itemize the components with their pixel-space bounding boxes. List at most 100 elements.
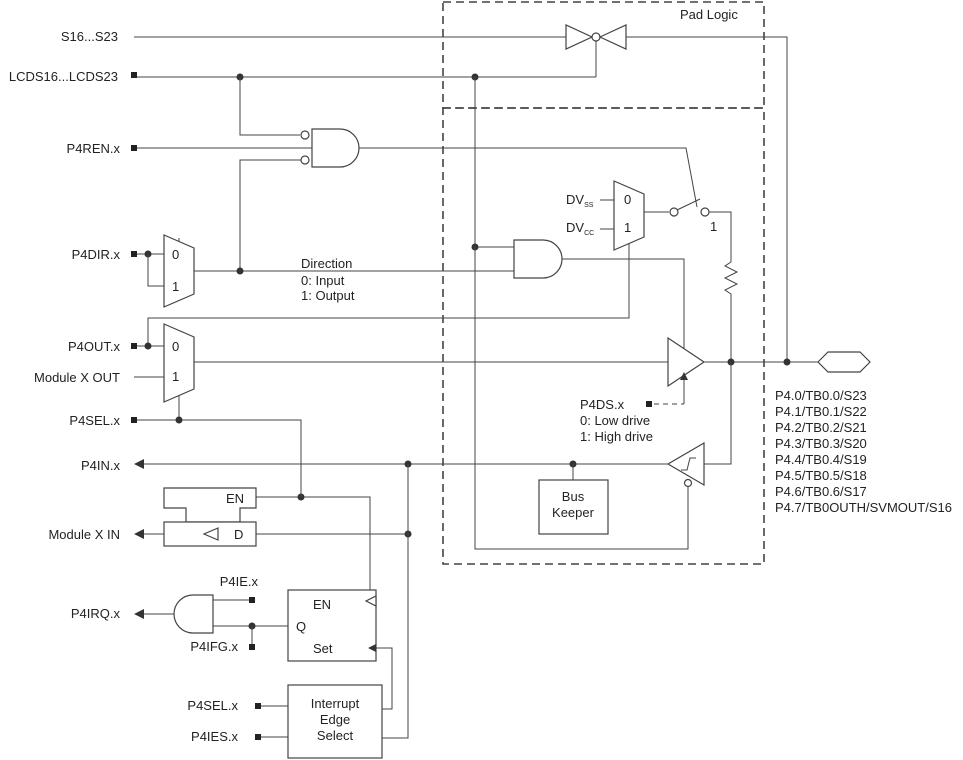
label-p4ifg: P4IFG.x [190,639,238,654]
ff-en: EN [313,597,331,612]
p4ds-name: P4DS.x [580,397,625,412]
wire-pad-to-input [704,362,732,465]
direction-opt1: 1: Output [301,288,355,303]
switch-arm [676,198,701,211]
p4irq-arrow [134,609,144,619]
edge-select-line1: Interrupt [311,696,360,711]
label-module-x-out: Module X OUT [34,370,120,385]
terminal-p4ds [646,401,652,407]
mux-dv [613,180,645,251]
ff-set: Set [313,641,333,656]
wire-dv-sel [147,244,630,345]
label-p4ren: P4REN.x [67,141,121,156]
direction-opt0: 0: Input [301,273,345,288]
wire-edge-to-set [376,647,393,710]
p4in-arrow [134,459,144,469]
and-ren-bubble-top [300,130,310,140]
terminal-p4ie [249,597,255,603]
pin-label: P4.0/TB0.0/S23 [775,388,867,403]
wire-lcds-to-bottom [474,247,689,550]
and-ren-bubble-bottom [300,155,310,165]
input-buffer-bubble [683,478,693,488]
terminal-p4ifg [249,644,255,650]
set-arrow [368,644,376,652]
wire-dir-to-and [239,159,301,271]
bus-keeper-line1: Bus [562,489,585,504]
pin-label: P4.6/TB0.6/S17 [775,484,867,499]
terminal-p4dir [131,251,137,257]
label-p4ies: P4IES.x [191,729,238,744]
mux-dv-1: 1 [624,220,631,235]
input-buffer [666,441,705,487]
pin-connector [817,351,871,373]
mux-dir-0: 0 [172,247,179,262]
wire-lcds-down [239,77,300,136]
terminal-lcds [131,72,137,78]
switch-pole-left [669,207,679,217]
p4ds-opt0: 0: Low drive [580,413,650,428]
label-p4ie: P4IE.x [220,574,259,589]
mux-out-0: 0 [172,339,179,354]
label-p4sel: P4SEL.x [69,413,120,428]
wire-p4in-down [382,464,409,739]
pin-label: P4.3/TB0.3/S20 [775,436,867,451]
pad-logic-lower-box [442,107,765,565]
tgate-right [598,24,627,50]
label-p4sel-2: P4SEL.x [187,698,238,713]
mux-dir [163,234,195,308]
int-ff [287,589,377,662]
switch-label: 1 [710,219,717,234]
edge-select [287,684,383,759]
wire-latch-en [256,496,371,601]
label-lcds: LCDS16...LCDS23 [9,69,118,84]
wire-p4dir-1 [147,254,164,287]
p4ds-opt1: 1: High drive [580,429,653,444]
label-s16-s23: S16...S23 [61,29,118,44]
pin-label: P4.1/TB0.1/S22 [775,404,867,419]
wire-tgate-out [626,36,788,359]
terminal-p4sel [131,417,137,423]
edge-select-line2: Edge [320,712,350,727]
mux-dir-1: 1 [172,279,179,294]
direction-title: Direction [301,256,352,271]
pad-logic-label: Pad Logic [680,7,738,22]
wire-switch-right [709,211,732,262]
and-gate-irq [173,594,214,634]
label-p4irq: P4IRQ.x [71,606,121,621]
bus-keeper [538,479,609,535]
wire-and-drive-out [562,258,685,362]
module-x-in-arrow [134,529,144,539]
latch-d: D [234,527,243,542]
pin-label: P4.4/TB0.4/S19 [775,452,867,467]
wire-and-ren-out [359,147,698,208]
terminal-p4sel-2 [255,703,261,709]
output-buffer [667,336,706,388]
wire-lcds-to-and2 [474,77,514,248]
label-p4in: P4IN.x [81,458,121,473]
dvss-label: DVSS [566,192,594,209]
mux-dv-0: 0 [624,192,631,207]
ff-en-clock [364,595,377,607]
label-module-x-in: Module X IN [48,527,120,542]
tgate-left [565,24,594,50]
resistor [723,261,739,362]
dvcc-label: DVCC [566,220,594,237]
and-gate-drive [513,239,563,279]
switch-pole-right [700,207,710,217]
wire-p4sel [137,419,302,497]
bus-keeper-line2: Keeper [552,505,595,520]
pin-label: P4.2/TB0.2/S21 [775,420,867,435]
pin-label: P4.7/TB0OUTH/SVMOUT/S16 [775,500,952,515]
label-p4dir: P4DIR.x [72,247,121,262]
dot-direction [236,267,244,275]
latch-triangle [202,527,219,541]
dot-p4out [144,342,152,350]
pin-label: P4.5/TB0.5/S18 [775,468,867,483]
buffer-ds-arrowhead [680,372,688,380]
terminal-p4out [131,343,137,349]
dot-p4sel [175,416,183,424]
schmitt-symbol [681,457,696,471]
ff-q: Q [296,619,306,634]
mux-out-1: 1 [172,369,179,384]
